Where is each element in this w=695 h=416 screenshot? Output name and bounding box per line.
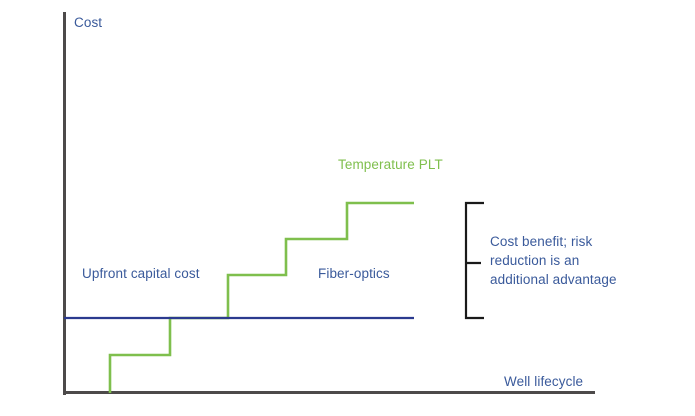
y-axis-label: Cost [74, 15, 103, 30]
x-axis-label: Well lifecycle [504, 374, 584, 389]
temperature-plt-step-line [108, 201, 414, 393]
cost-benefit-bracket [464, 201, 484, 320]
annotation-fiber-optics: Fiber-optics [318, 266, 390, 281]
x-axis-line [63, 391, 595, 394]
y-axis-line [63, 12, 66, 395]
annotation-cost-benefit: Cost benefit; risk reduction is an addit… [490, 234, 617, 288]
annotation-temperature-plt: Temperature PLT [338, 157, 443, 172]
annotation-upfront-capital-cost: Upfront capital cost [82, 266, 200, 281]
